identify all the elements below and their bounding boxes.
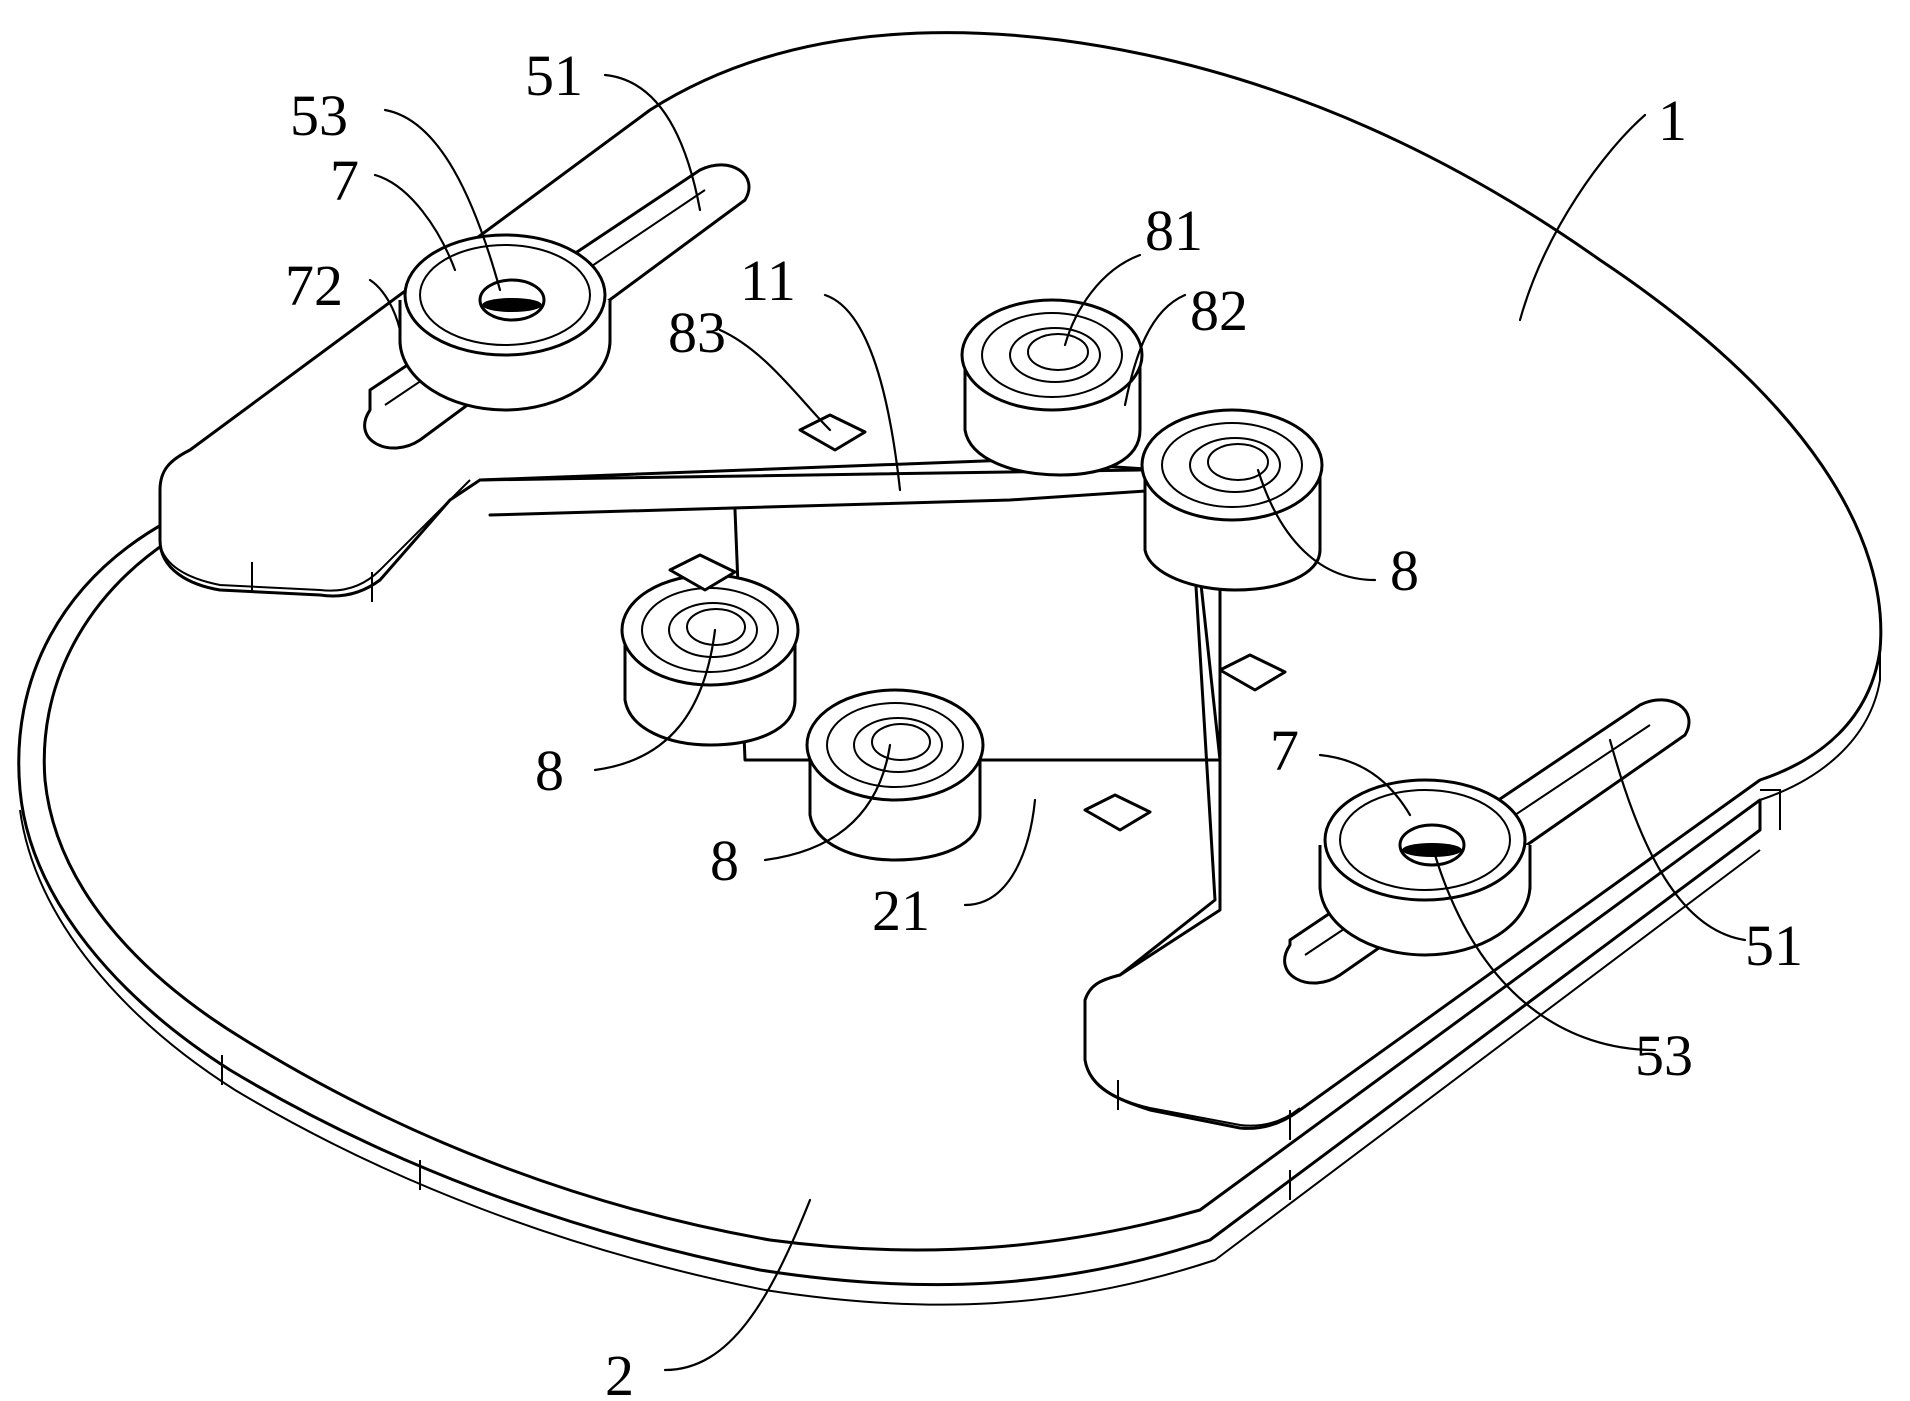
label-7-top: 7 bbox=[330, 148, 359, 213]
bearing-bottom bbox=[805, 688, 985, 862]
label-11: 11 bbox=[740, 248, 796, 313]
bearing-right bbox=[1140, 408, 1324, 592]
upper-plate bbox=[158, 31, 1883, 1140]
diamond-marks bbox=[668, 413, 1287, 832]
label-82: 82 bbox=[1190, 278, 1248, 343]
label-72: 72 bbox=[285, 253, 343, 318]
label-7-bottom: 7 bbox=[1270, 718, 1299, 783]
label-53-bottom: 53 bbox=[1635, 1023, 1693, 1088]
label-8-right: 8 bbox=[1390, 538, 1419, 603]
label-81: 81 bbox=[1145, 198, 1203, 263]
bearing-top bbox=[960, 298, 1144, 477]
label-1: 1 bbox=[1658, 88, 1687, 153]
label-51-top: 51 bbox=[525, 43, 583, 108]
reference-numerals: 1 51 53 7 72 81 82 11 83 8 8 8 21 7 51 5… bbox=[285, 43, 1803, 1401]
label-2: 2 bbox=[605, 1343, 634, 1401]
lower-plate bbox=[17, 518, 1781, 1306]
knob-right bbox=[1318, 778, 1532, 957]
label-83: 83 bbox=[668, 300, 726, 365]
label-8-left: 8 bbox=[535, 738, 564, 803]
label-51-bottom: 51 bbox=[1745, 913, 1803, 978]
knob-left bbox=[398, 233, 612, 412]
label-8-bottom: 8 bbox=[710, 828, 739, 893]
leader-lines bbox=[368, 73, 1747, 1372]
bearing-left bbox=[620, 573, 800, 747]
label-53-top: 53 bbox=[290, 83, 348, 148]
label-21: 21 bbox=[872, 878, 930, 943]
